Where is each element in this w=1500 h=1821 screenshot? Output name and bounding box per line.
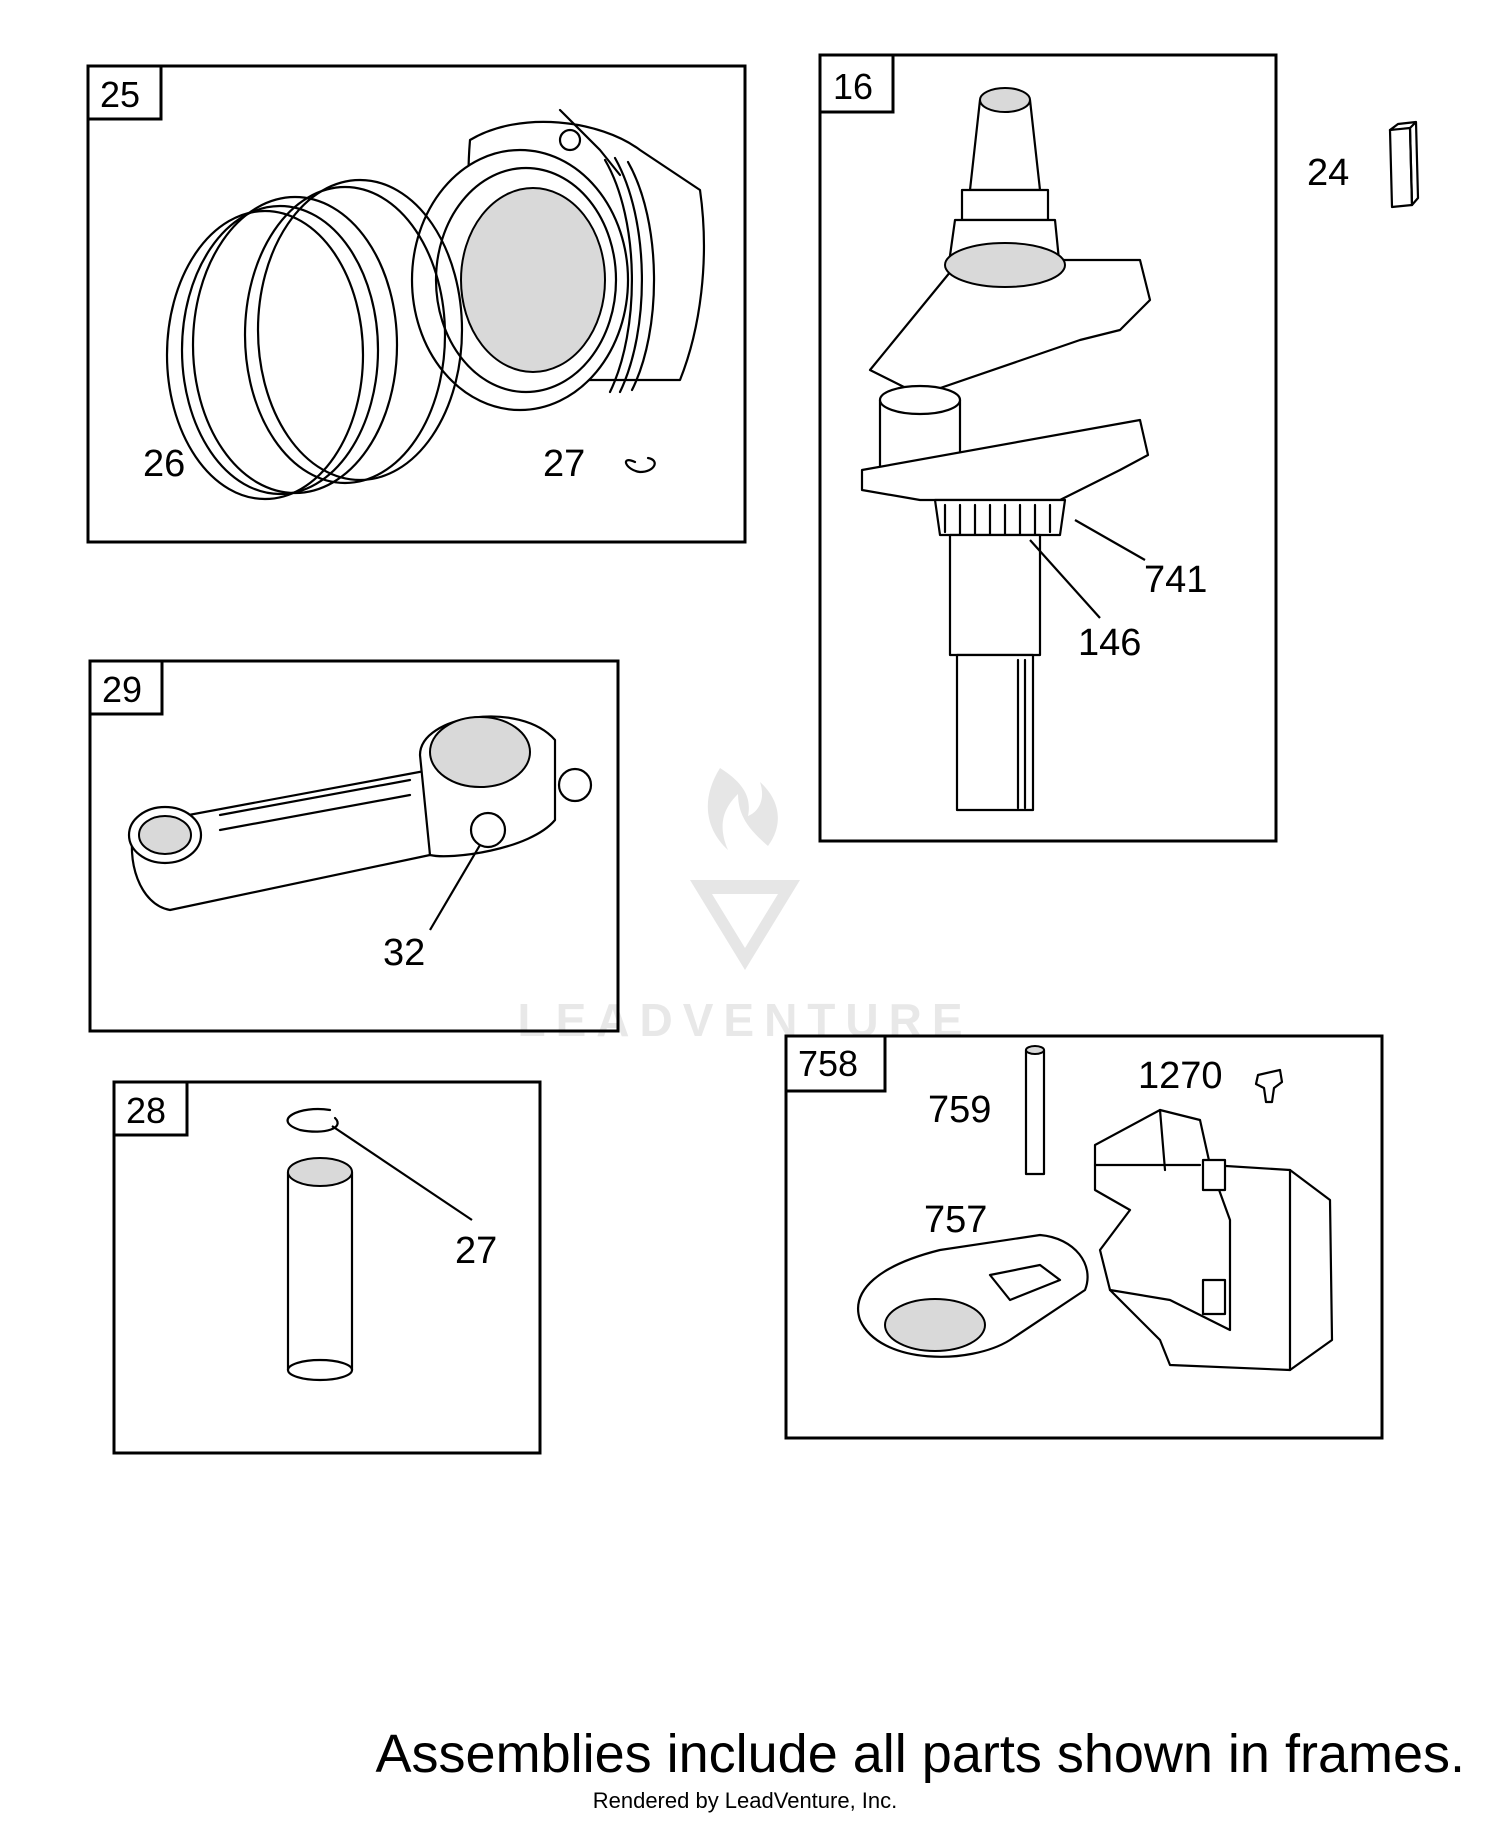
- callout-146: 146: [1078, 622, 1141, 664]
- governor-drawing: [857, 1045, 1334, 1372]
- piston-drawing: [165, 108, 706, 501]
- frame-label-16: 16: [833, 66, 873, 107]
- assembly-note: Assemblies include all parts shown in fr…: [376, 1724, 1465, 1784]
- watermark-text: LEADVENTURE: [517, 994, 972, 1046]
- callout-32: 32: [383, 932, 425, 974]
- callout-26: 26: [143, 443, 185, 485]
- callout-741: 741: [1144, 559, 1207, 601]
- frame-label-758: 758: [798, 1043, 858, 1084]
- frame-connecting-rod: 29: [88, 659, 620, 1033]
- frame-crankshaft: 16: [818, 53, 1278, 843]
- frame-piston-pin: 28: [112, 1080, 542, 1455]
- frame-label-29: 29: [102, 669, 142, 710]
- frame-piston: 25: [86, 64, 747, 544]
- frame-label-25: 25: [100, 74, 140, 115]
- callout-757: 757: [924, 1199, 987, 1241]
- piston-pin-drawing: [286, 1107, 473, 1382]
- callout-1270: 1270: [1138, 1055, 1223, 1097]
- watermark-logo: [690, 768, 800, 970]
- connecting-rod-drawing: [127, 715, 593, 931]
- callout-27-piston: 27: [543, 443, 585, 485]
- crankshaft-drawing: [860, 87, 1420, 812]
- callout-27-pin: 27: [455, 1230, 497, 1272]
- callout-24: 24: [1307, 152, 1349, 194]
- frame-label-28: 28: [126, 1090, 166, 1131]
- frame-governor: 758: [784, 1034, 1384, 1440]
- render-credit: Rendered by LeadVenture, Inc.: [593, 1788, 898, 1813]
- callout-759: 759: [928, 1089, 991, 1131]
